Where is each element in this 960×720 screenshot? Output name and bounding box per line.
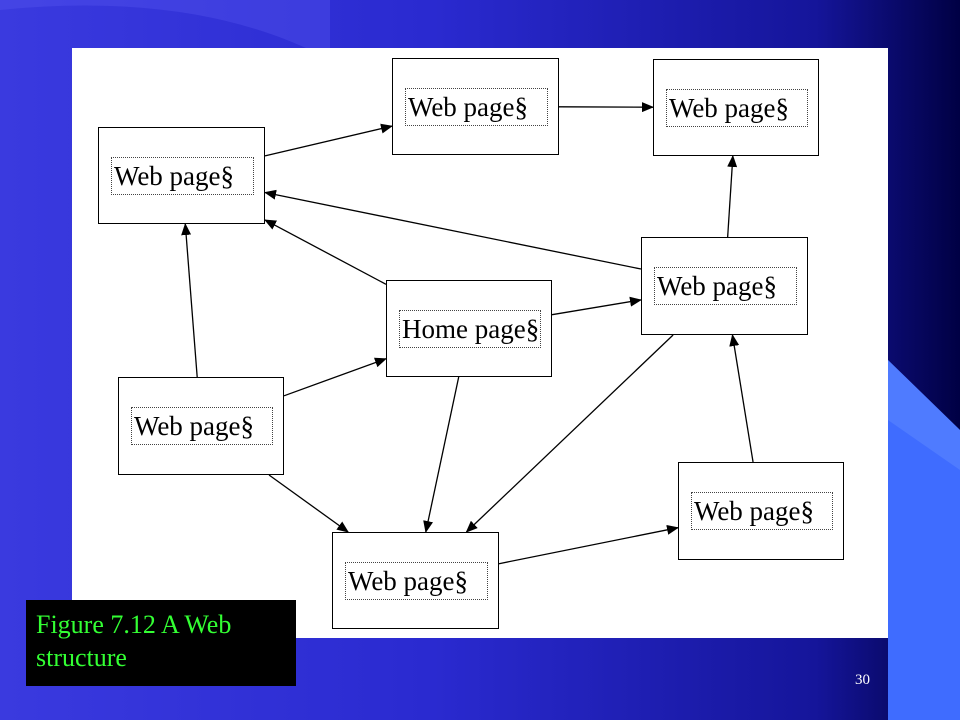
node-label: Web page§ [345, 561, 488, 600]
edge-arrow [264, 219, 387, 285]
figure-panel: Web page§ Web page§ Web page§ Web page§ … [72, 48, 888, 638]
node-label: Web page§ [131, 407, 273, 445]
node-label: Web page§ [654, 267, 797, 305]
edge-arrow [423, 376, 460, 533]
edge-arrow [727, 155, 738, 238]
web-page-node: Web page§ [678, 462, 844, 560]
node-label: Web page§ [691, 492, 833, 530]
edge-arrow [268, 474, 349, 533]
web-page-node: Web page§ [641, 237, 808, 335]
web-page-node: Web page§ [332, 532, 499, 629]
edge-arrow [283, 357, 387, 397]
edge-arrow [264, 123, 393, 157]
figure-caption: Figure 7.12 A Web structure [26, 600, 296, 686]
edge-arrow [551, 296, 642, 316]
edge-arrow [181, 223, 198, 378]
node-label: Home page§ [399, 309, 541, 348]
diagram-edges [181, 102, 754, 565]
edge-arrow [498, 524, 679, 565]
home-page-node: Home page§ [386, 280, 552, 377]
caption-line-2: structure [36, 643, 127, 672]
web-page-node: Web page§ [653, 59, 819, 156]
web-page-node: Web page§ [392, 58, 559, 155]
web-page-node: Web page§ [118, 377, 284, 475]
edge-arrow [465, 334, 674, 533]
edge-arrow [729, 334, 754, 463]
node-label: Web page§ [666, 88, 808, 127]
web-page-node: Web page§ [98, 127, 265, 224]
slide-number: 30 [855, 672, 870, 688]
node-label: Web page§ [405, 87, 548, 126]
node-label: Web page§ [111, 156, 254, 195]
edge-arrow [264, 189, 642, 270]
caption-line-1: Figure 7.12 A Web [36, 610, 232, 639]
